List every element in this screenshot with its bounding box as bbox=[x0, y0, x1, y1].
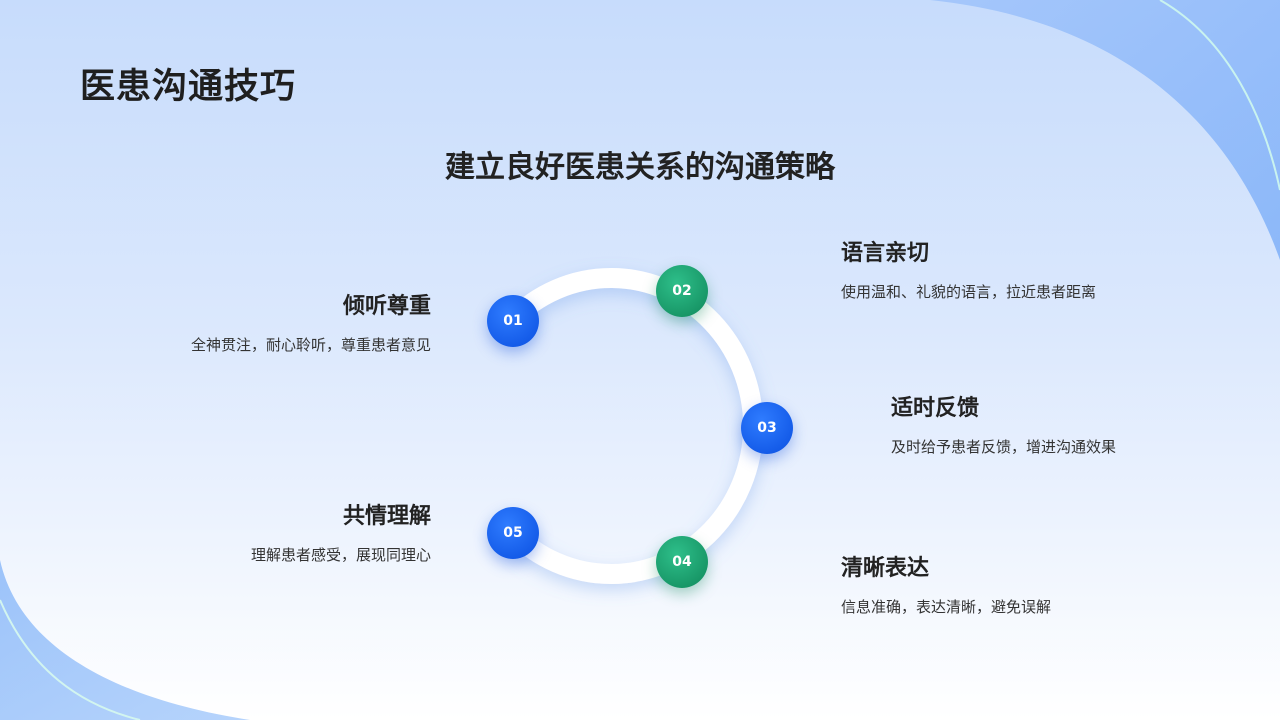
step-node-03: 03 bbox=[741, 402, 793, 454]
page-title: 医患沟通技巧 bbox=[80, 67, 297, 107]
step-item-01: 倾听尊重 全神贯注，耐心聆听，尊重患者意见 bbox=[191, 288, 431, 355]
step-node-02: 02 bbox=[656, 265, 708, 317]
step-title: 倾听尊重 bbox=[342, 294, 431, 319]
step-description: 及时给予患者反馈，增进沟通效果 bbox=[891, 438, 1117, 456]
step-description: 使用温和、礼貌的语言，拉近患者距离 bbox=[841, 283, 1097, 301]
page-subtitle: 建立良好医患关系的沟通策略 bbox=[445, 150, 835, 185]
step-description: 理解患者感受，展现同理心 bbox=[250, 546, 431, 564]
step-item-02: 语言亲切 使用温和、礼貌的语言，拉近患者距离 bbox=[841, 235, 1096, 302]
step-title: 清晰表达 bbox=[841, 556, 930, 581]
step-title: 语言亲切 bbox=[841, 241, 930, 266]
step-node-01: 01 bbox=[487, 295, 539, 347]
step-node-04: 04 bbox=[656, 536, 708, 588]
step-item-04: 清晰表达 信息准确，表达清晰，避免误解 bbox=[841, 550, 1051, 617]
step-node-05: 05 bbox=[487, 507, 539, 559]
step-title: 共情理解 bbox=[342, 504, 431, 529]
step-item-05: 共情理解 理解患者感受，展现同理心 bbox=[251, 498, 431, 565]
step-description: 信息准确，表达清晰，避免误解 bbox=[841, 598, 1052, 616]
step-description: 全神贯注，耐心聆听，尊重患者意见 bbox=[190, 336, 431, 354]
step-item-03: 适时反馈 及时给予患者反馈，增进沟通效果 bbox=[891, 390, 1116, 457]
step-title: 适时反馈 bbox=[891, 396, 980, 421]
